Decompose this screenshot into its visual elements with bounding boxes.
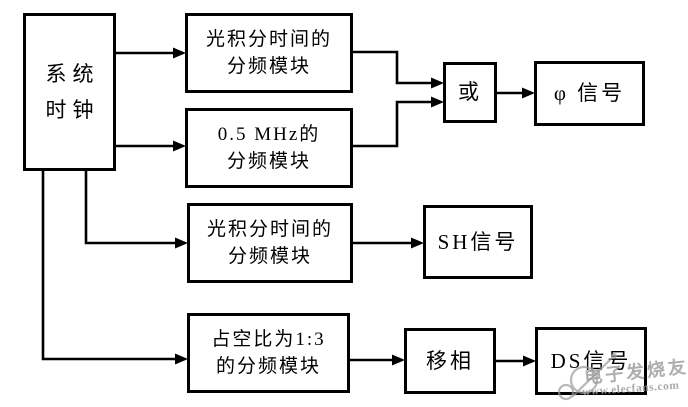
node-divider-duty: 占空比为1:3 的分频模块 <box>187 313 350 393</box>
node-label: 时钟 <box>45 98 100 122</box>
node-label: 占空比为1:3 <box>211 329 326 350</box>
node-label: 分频模块 <box>227 246 312 267</box>
wire-sys-to-divider-light-mid <box>84 170 178 245</box>
node-divider-light-top: 光积分时间的 分频模块 <box>185 13 353 93</box>
wire-divider-light-top-to-or <box>353 50 434 85</box>
node-system-clock: 系统 时钟 <box>23 13 116 171</box>
node-label: SH信号 <box>437 229 519 254</box>
node-divider-light-mid: 光积分时间的 分频模块 <box>187 203 353 283</box>
node-label: 系统 <box>45 62 100 86</box>
node-label: 或 <box>458 80 482 104</box>
wire-sys-to-divider-duty <box>41 170 178 361</box>
node-ds-signal: DS信号 <box>535 327 647 395</box>
node-label: 光积分时间的 <box>206 219 333 240</box>
node-label: 光积分时间的 <box>205 29 332 50</box>
node-label: 分频模块 <box>226 56 311 77</box>
node-phi-signal: φ 信号 <box>534 61 645 126</box>
node-sh-signal: SH信号 <box>423 205 533 279</box>
node-label: 0.5 MHz的 <box>217 124 321 145</box>
node-label: φ 信号 <box>553 81 626 105</box>
node-label: 分频模块 <box>226 151 311 172</box>
arrowheads <box>173 47 536 367</box>
node-divider-05mhz: 0.5 MHz的 分频模块 <box>185 108 353 188</box>
node-label: DS信号 <box>550 348 632 373</box>
node-label: 移相 <box>426 348 474 373</box>
wire-divider-05mhz-to-or <box>353 100 434 148</box>
node-or-gate: 或 <box>443 62 497 123</box>
node-label: 的分频模块 <box>215 356 321 377</box>
node-phase-shift: 移相 <box>404 328 496 394</box>
